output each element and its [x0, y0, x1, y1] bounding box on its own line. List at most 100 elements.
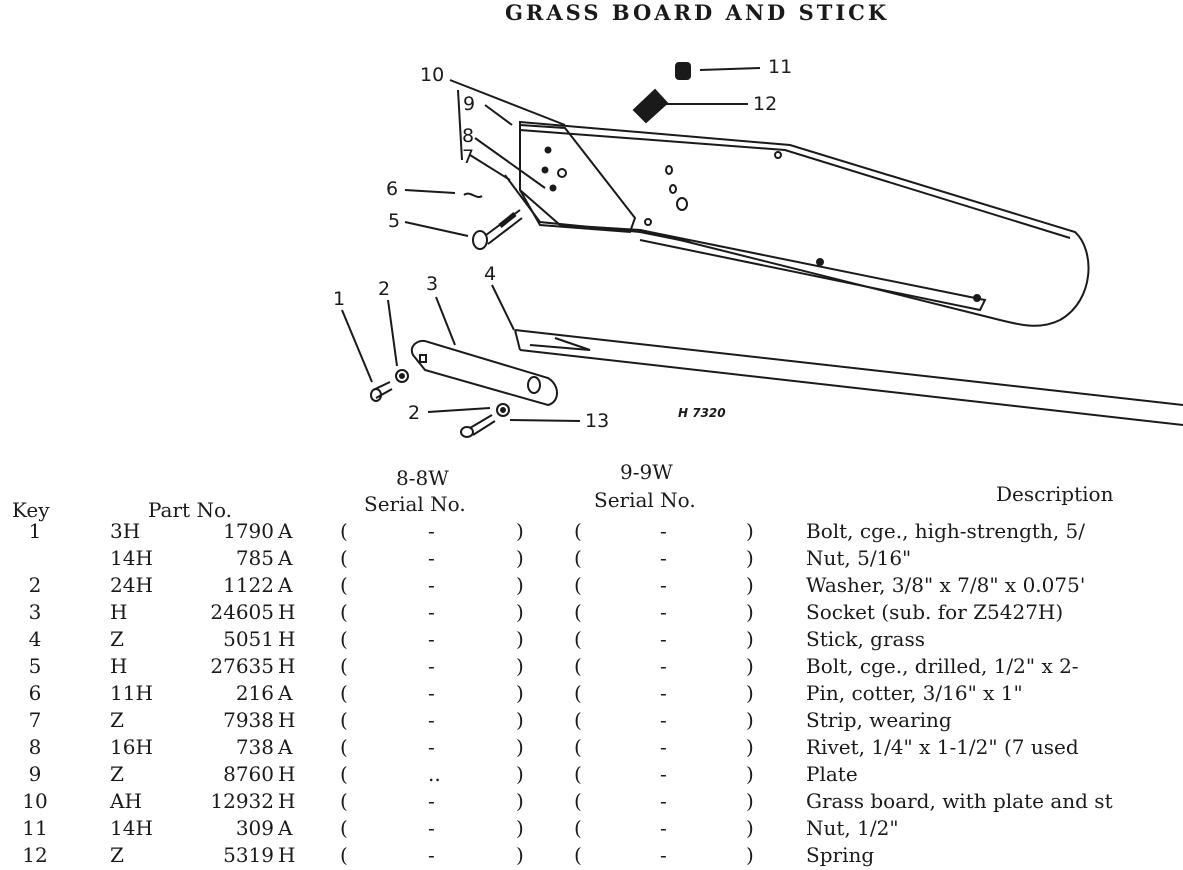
paren-open: ( — [340, 735, 348, 759]
serial-a-cell: - — [428, 708, 435, 732]
description-cell: Bolt, cge., drilled, 1/2" x 2- — [806, 654, 1079, 678]
paren-close: ) — [746, 573, 754, 597]
paren-close: ) — [516, 762, 524, 786]
paren-close: ) — [516, 789, 524, 813]
callout-9: 9 — [463, 93, 476, 115]
description-cell: Nut, 5/16" — [806, 546, 912, 570]
spring — [632, 88, 669, 124]
part-prefix-cell: 16H — [110, 735, 153, 759]
key-cell: 3 — [28, 600, 42, 624]
part-number-cell: 7938 — [223, 708, 274, 732]
paren-close: ) — [746, 519, 754, 543]
paren-close: ) — [516, 600, 524, 624]
part-number-cell: 24605 — [210, 600, 274, 624]
key-cell: 8 — [28, 735, 42, 759]
paren-open: ( — [340, 573, 348, 597]
paren-close: ) — [516, 708, 524, 732]
description-cell: Bolt, cge., high-strength, 5/ — [806, 519, 1085, 543]
paren-open: ( — [574, 600, 582, 624]
paren-close: ) — [746, 735, 754, 759]
board-inner-edge — [519, 129, 1071, 239]
serial-b-cell: - — [660, 843, 667, 867]
part-number-cell: 1790 — [223, 519, 274, 543]
description-cell: Pin, cotter, 3/16" x 1" — [806, 681, 1023, 705]
part-suffix-cell: A — [278, 573, 293, 597]
key-cell: 2 — [28, 573, 42, 597]
paren-close: ) — [516, 681, 524, 705]
serial-b-cell: - — [660, 519, 667, 543]
serial-b-cell: - — [660, 816, 667, 840]
paren-open: ( — [574, 762, 582, 786]
part-prefix-cell: 14H — [110, 546, 153, 570]
part-suffix-cell: A — [278, 816, 293, 840]
part-number-cell: 27635 — [210, 654, 274, 678]
part-prefix-cell: AH — [110, 789, 142, 813]
serial-b-cell: - — [660, 789, 667, 813]
callout-3: 3 — [426, 273, 439, 295]
paren-open: ( — [340, 816, 348, 840]
paren-open: ( — [340, 600, 348, 624]
serial-b-cell: - — [660, 681, 667, 705]
serial-a-cell: - — [428, 519, 435, 543]
paren-close: ) — [516, 627, 524, 651]
page-title: GRASS BOARD AND STICK — [505, 0, 890, 25]
serial-a-cell: - — [428, 681, 435, 705]
callout-6: 6 — [386, 178, 399, 200]
key-cell: 4 — [28, 627, 42, 651]
part-suffix-cell: H — [278, 600, 296, 624]
part-prefix-cell: 11H — [110, 681, 153, 705]
paren-close: ) — [746, 654, 754, 678]
paren-close: ) — [516, 816, 524, 840]
callout-5: 5 — [388, 210, 401, 232]
paren-close: ) — [746, 600, 754, 624]
paren-open: ( — [340, 789, 348, 813]
key-cell: 6 — [28, 681, 42, 705]
header-serial-b: Serial No. — [594, 488, 696, 512]
serial-a-cell: - — [428, 789, 435, 813]
part-suffix-cell: A — [278, 735, 293, 759]
serial-a-cell: - — [428, 843, 435, 867]
paren-open: ( — [340, 843, 348, 867]
parts-diagram — [341, 62, 1183, 438]
paren-open: ( — [340, 681, 348, 705]
header-model-b: 9-9W — [620, 460, 673, 484]
part-prefix-cell: Z — [110, 843, 124, 867]
part-number-cell: 785 — [235, 546, 274, 570]
key-cell: 12 — [22, 843, 48, 867]
part-prefix-cell: H — [110, 654, 128, 678]
paren-close: ) — [746, 546, 754, 570]
part-suffix-cell: H — [278, 627, 296, 651]
socket-outline — [410, 339, 558, 407]
description-cell: Grass board, with plate and st — [806, 789, 1113, 813]
part-suffix-cell: A — [278, 681, 293, 705]
part-number-cell: 5051 — [223, 627, 274, 651]
part-prefix-cell: Z — [110, 627, 124, 651]
paren-open: ( — [574, 735, 582, 759]
callout-1: 1 — [333, 288, 346, 310]
serial-b-cell: - — [660, 735, 667, 759]
serial-a-cell: - — [428, 654, 435, 678]
paren-open: ( — [340, 762, 348, 786]
callout-10: 10 — [420, 64, 445, 86]
plate-outline — [519, 123, 637, 234]
paren-close: ) — [746, 843, 754, 867]
header-part-no: Part No. — [148, 498, 232, 522]
callout-4: 4 — [484, 263, 497, 285]
paren-open: ( — [574, 789, 582, 813]
paren-open: ( — [574, 546, 582, 570]
serial-a-cell: - — [428, 546, 435, 570]
serial-a-cell: - — [428, 600, 435, 624]
part-suffix-cell: H — [278, 708, 296, 732]
callout-8: 8 — [462, 125, 475, 147]
callout-2-bottom: 2 — [408, 402, 421, 424]
paren-open: ( — [574, 816, 582, 840]
paren-open: ( — [574, 843, 582, 867]
serial-b-cell: - — [660, 708, 667, 732]
paren-open: ( — [574, 708, 582, 732]
